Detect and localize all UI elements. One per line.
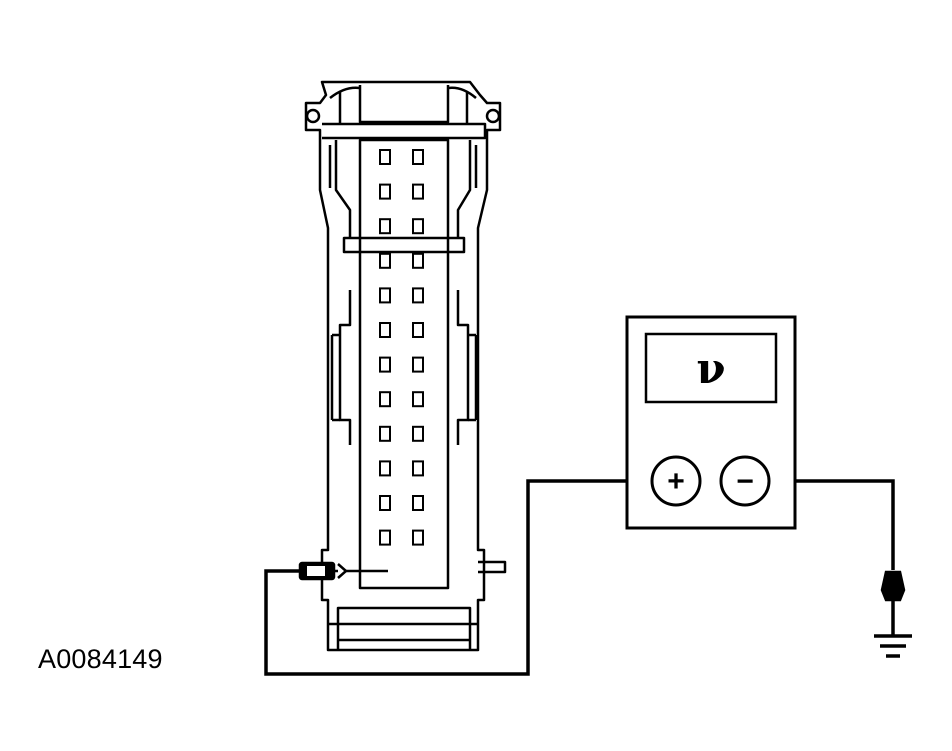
pin-cavity-r5-c2 (412, 287, 424, 304)
pin-cavity-r7-c1 (379, 356, 391, 373)
test-probe-icon (298, 561, 388, 581)
ground-clip (880, 570, 906, 635)
left-mounting-ear (305, 108, 321, 124)
pin-cavity-r4-c2 (412, 252, 424, 269)
pin-cavity-r12-c2 (412, 529, 424, 546)
negative-terminal-symbol: − (736, 465, 754, 498)
pin-cavity-r3-c2 (412, 218, 424, 235)
voltmeter-display (644, 332, 778, 404)
connector-side-pin (478, 560, 507, 574)
pin-cavity-r1-c1 (379, 149, 391, 165)
pin-cavity-r6-c1 (379, 322, 391, 338)
positive-terminal: + (650, 455, 702, 507)
pin-cavity-r11-c2 (412, 495, 424, 511)
negative-terminal: − (719, 455, 771, 507)
pin-cavity-r9-c1 (379, 425, 391, 442)
pin-field (358, 138, 450, 590)
ground-symbol-icon (874, 634, 912, 658)
voltmeter-display-reading: ν (696, 344, 725, 393)
negative-test-lead (768, 479, 895, 570)
connector-housing-outline (304, 80, 502, 652)
connector-base (336, 606, 472, 626)
electrical-connector (304, 80, 507, 652)
pin-cavity-r8-c1 (379, 391, 391, 408)
pin-cavity-r2-c1 (379, 183, 391, 200)
pin-cavity-r8-c2 (412, 391, 424, 408)
pin-cavity-r12-c1 (379, 529, 391, 546)
positive-test-lead (264, 479, 653, 676)
pin-cavity-r10-c1 (379, 460, 391, 477)
pin-cavity-r9-c2 (412, 425, 424, 442)
right-locking-tab (456, 290, 470, 445)
pin-cavity-r5-c1 (379, 287, 391, 304)
pin-cavity-r3-c1 (379, 218, 391, 235)
pin-cavities (379, 149, 424, 546)
positive-terminal-symbol: + (667, 465, 685, 498)
figure-reference-id: A0084149 (38, 644, 163, 674)
voltmeter: ν + − (625, 315, 797, 530)
pin-cavity-r10-c2 (412, 460, 424, 477)
pin-cavity-r2-c2 (412, 183, 424, 200)
pin-cavity-r4-c1 (379, 252, 391, 269)
connector-top-band (322, 122, 487, 140)
connector-latch (358, 85, 450, 124)
left-locking-tab (338, 290, 352, 445)
test-lead-wires (264, 479, 895, 676)
pin-cavity-r1-c2 (412, 149, 424, 165)
pin-cavity-r11-c1 (379, 495, 391, 511)
right-mounting-ear (485, 108, 501, 124)
pin-cavity-r6-c2 (412, 322, 424, 338)
pin-cavity-r7-c2 (412, 356, 424, 373)
